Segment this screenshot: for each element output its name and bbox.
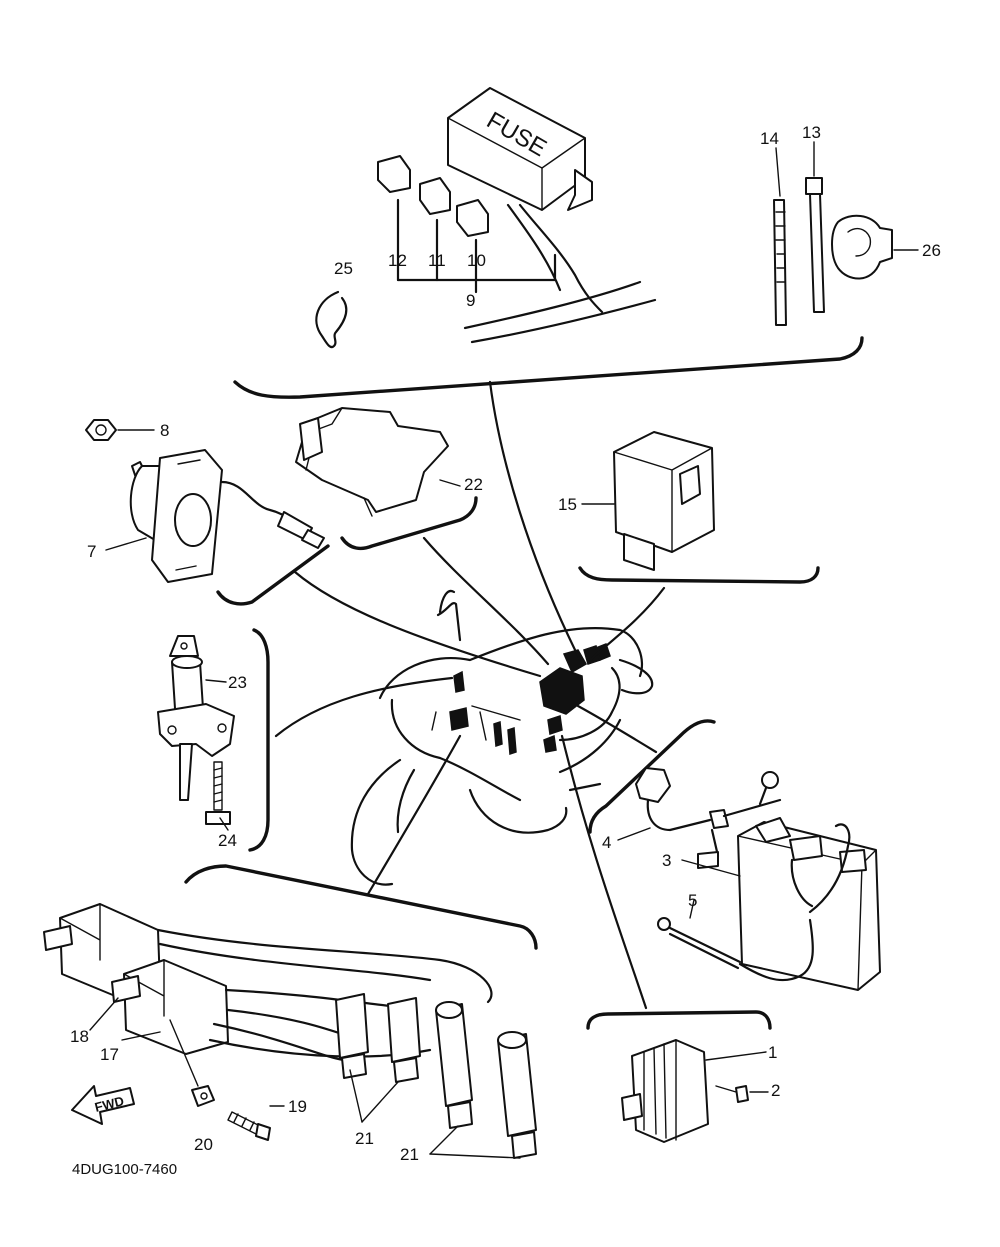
cdi-unit [295, 407, 449, 517]
callout-leaders [89, 141, 919, 1159]
ignition-coil-group: FWD [43, 864, 538, 1159]
callout-14: 14 [760, 129, 779, 148]
callout-2: 2 [771, 1081, 780, 1100]
wire-clamp [831, 214, 893, 280]
callout-21-a: 21 [355, 1129, 374, 1148]
rectifier-regulator [621, 1039, 709, 1143]
callout-numbers: 1 2 3 4 5 7 8 9 10 11 12 13 14 15 17 18 … [70, 123, 941, 1164]
callout-13: 13 [802, 123, 821, 142]
wire-clip [315, 290, 348, 349]
callout-8: 8 [160, 421, 169, 440]
callout-11: 11 [428, 251, 446, 270]
callout-23: 23 [228, 673, 247, 692]
starter-relay-lead [635, 767, 782, 869]
screw [205, 761, 231, 825]
drawing-code: 4DUG100-7460 [72, 1161, 177, 1178]
nut [85, 419, 117, 441]
battery-group [588, 719, 881, 991]
callout-5: 5 [688, 891, 697, 910]
fuse-box-group: FUSE [233, 87, 893, 399]
fuse-30a [377, 155, 411, 193]
spark-plug-cap-d [497, 1031, 537, 1159]
spark-plug-cap-b [387, 997, 421, 1083]
callout-3: 3 [662, 851, 671, 870]
callout-26: 26 [922, 241, 941, 260]
forward-direction-arrow: FWD [71, 1085, 135, 1125]
battery [737, 817, 881, 991]
fwd-label: FWD [93, 1093, 125, 1115]
clip [191, 1085, 215, 1107]
callout-1: 1 [768, 1043, 777, 1062]
fuse-box: FUSE [447, 87, 593, 211]
ignition-coil-2 [111, 959, 229, 1055]
callout-7: 7 [87, 542, 96, 561]
cable-tie-short [773, 199, 787, 326]
spark-plug-cap-a [335, 993, 369, 1079]
callout-15: 15 [558, 495, 577, 514]
relay-group [578, 431, 820, 584]
callout-21-b: 21 [400, 1145, 419, 1164]
cable-tie-long [805, 177, 825, 313]
fuse-10a [456, 199, 489, 237]
main-switch [157, 635, 235, 801]
horn [129, 449, 223, 583]
fuse-20a [419, 177, 451, 215]
callout-25: 25 [334, 259, 353, 278]
ignition-switch-group [157, 628, 270, 852]
cdi-unit-group [295, 407, 478, 551]
leader-lines [274, 380, 666, 1010]
spark-plug-cap-c [435, 1001, 473, 1129]
earth-lead [657, 917, 814, 982]
callout-19: 19 [288, 1097, 307, 1116]
callout-10: 10 [467, 251, 486, 270]
bolt [227, 1111, 271, 1141]
horn-group [85, 419, 330, 606]
motorcycle-frame [350, 589, 654, 886]
callout-17: 17 [100, 1045, 119, 1064]
flasher-relay [613, 431, 715, 571]
callout-12: 12 [388, 251, 407, 270]
callout-24: 24 [218, 831, 237, 850]
callout-9: 9 [466, 291, 475, 310]
callout-4: 4 [602, 833, 611, 852]
callout-18: 18 [70, 1027, 89, 1046]
callout-22: 22 [464, 475, 483, 494]
regulator-bolt [715, 1085, 749, 1103]
callout-20: 20 [194, 1135, 213, 1154]
rectifier-group [586, 1010, 772, 1143]
